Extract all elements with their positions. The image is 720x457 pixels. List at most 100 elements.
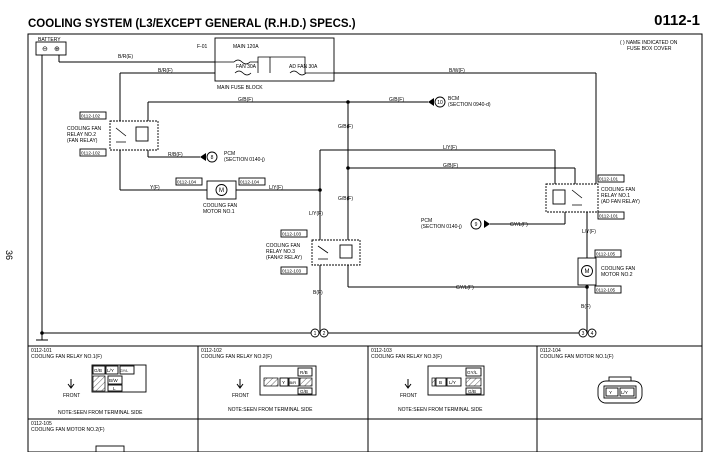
svg-text:L: L <box>113 386 116 391</box>
svg-text:NOTE:SEEN FROM TERMINAL SIDE: NOTE:SEEN FROM TERMINAL SIDE <box>228 407 313 413</box>
svg-text:G/B: G/B <box>94 368 102 373</box>
svg-text:Y: Y <box>282 380 285 385</box>
svg-text:MOTOR NO.1: MOTOR NO.1 <box>203 209 235 215</box>
cooling-fan-motor-1: 0112-104 M 0112-104 COOLING FAN MOTOR NO… <box>175 177 266 215</box>
svg-text:0112-104: 0112-104 <box>177 180 197 185</box>
bcm-section: (SECTION 0940-d) <box>448 102 491 108</box>
svg-text:(AD FAN RELAY): (AD FAN RELAY) <box>601 199 640 205</box>
svg-text:0112-103: 0112-103 <box>282 232 302 237</box>
svg-text:0112-101: 0112-101 <box>599 177 619 182</box>
svg-text:0112-105: 0112-105 <box>31 421 52 427</box>
svg-text:B: B <box>439 380 442 385</box>
svg-text:L/Y: L/Y <box>449 380 456 385</box>
svg-text:NOTE:SEEN FROM TERMINAL SIDE: NOTE:SEEN FROM TERMINAL SIDE <box>58 410 143 416</box>
wire-label-l-y-2: L/Y(F) <box>443 145 457 151</box>
fuse-ad-fan-label: AD FAN 30A <box>289 64 318 70</box>
wires <box>36 55 597 341</box>
svg-text:0112-102: 0112-102 <box>81 114 101 119</box>
wire-label-b-1: B(F) <box>313 290 323 296</box>
svg-text:G/B: G/B <box>300 389 308 394</box>
pcm-8-label: PCM <box>224 151 235 157</box>
wire-label-b-r-e: B/R(E) <box>118 54 133 60</box>
battery-minus: ⊖ <box>42 46 48 53</box>
svg-text:2: 2 <box>323 331 326 337</box>
svg-text:RELAY NO.3: RELAY NO.3 <box>266 249 295 255</box>
svg-text:MOTOR NO.2: MOTOR NO.2 <box>601 272 633 278</box>
wire-label-l-y-4: L/Y(F) <box>582 229 596 235</box>
svg-text:COOLING FAN MOTOR NO.2(F): COOLING FAN MOTOR NO.2(F) <box>31 427 105 433</box>
svg-text:COOLING FAN: COOLING FAN <box>601 266 636 272</box>
connector-view-relay-2: 0112-102 COOLING FAN RELAY NO.2(F) FRONT… <box>201 348 317 413</box>
svg-text:NOTE:SEEN FROM TERMINAL SIDE: NOTE:SEEN FROM TERMINAL SIDE <box>398 407 483 413</box>
junction-dots <box>40 100 589 335</box>
wire-label-g-b-2: G/B(F) <box>389 97 404 103</box>
svg-text:(FAN#2 RELAY): (FAN#2 RELAY) <box>266 255 302 261</box>
svg-text:0112-104: 0112-104 <box>540 348 561 354</box>
connector-view-relay-3: 0112-103 COOLING FAN RELAY NO.3(F) FRONT… <box>371 348 485 413</box>
svg-text:0112-101: 0112-101 <box>599 214 619 219</box>
svg-text:FRONT: FRONT <box>400 393 417 399</box>
svg-text:COOLING FAN RELAY NO.2(F): COOLING FAN RELAY NO.2(F) <box>201 354 272 360</box>
connector-view-relay-1: 0112-101 COOLING FAN RELAY NO.1(F) FRONT… <box>31 348 147 416</box>
pcm-9-ref-number: 9 <box>475 222 478 228</box>
svg-text:0112-104: 0112-104 <box>240 180 260 185</box>
ground-points: 1 2 3 4 <box>310 328 597 338</box>
svg-text:3: 3 <box>582 331 585 337</box>
svg-text:G/B: G/B <box>468 389 476 394</box>
note-line-1: ( ) NAME INDICATED ON <box>620 40 678 46</box>
wire-label-gy-l-2: GY/L(F) <box>456 285 474 291</box>
wire-label-g-b-5: G/B(F) <box>338 196 353 202</box>
svg-text:0112-105: 0112-105 <box>596 288 616 293</box>
svg-text:Y: Y <box>609 390 612 395</box>
ecu-references: 10 BCM (SECTION 0940-d) 8 PCM (SECTION 0… <box>200 96 491 230</box>
main-fuse-block: F-01 MAIN 120A FAN 30A AD FAN 30A MAIN F… <box>197 37 335 91</box>
wire-label-b-w-f: B/W(F) <box>449 68 465 74</box>
svg-text:FRONT: FRONT <box>63 393 80 399</box>
svg-text:0112-102: 0112-102 <box>81 151 101 156</box>
wire-label-b-2: B(F) <box>581 304 591 310</box>
cooling-fan-relay-2: 0112-102 COOLING FAN RELAY NO.2 (FAN REL… <box>67 111 159 157</box>
page-number: 0112-1 <box>654 12 700 29</box>
svg-text:(FAN RELAY): (FAN RELAY) <box>67 138 98 144</box>
bcm-label: BCM <box>448 96 459 102</box>
battery-symbol <box>35 41 67 56</box>
connector-view-motor-2: 0112-105 COOLING FAN MOTOR NO.2(F) <box>31 421 125 453</box>
svg-text:COOLING FAN: COOLING FAN <box>601 187 636 193</box>
svg-text:0112-103: 0112-103 <box>282 269 302 274</box>
svg-text:GY/L: GY/L <box>120 369 128 373</box>
fuse-main-label: MAIN 120A <box>233 44 259 50</box>
fuse-fan-label: FAN 30A <box>236 64 257 70</box>
svg-text:B/W: B/W <box>109 378 118 383</box>
svg-text:M: M <box>585 269 590 275</box>
svg-text:RELAY NO.1: RELAY NO.1 <box>601 193 630 199</box>
wire-labels: B/R(E) B/R(F) B/W(F) G/B(F) G/B(F) G/B(F… <box>118 54 596 310</box>
page-title: COOLING SYSTEM (L3/EXCEPT GENERAL (R.H.D… <box>28 18 356 30</box>
pcm-9-section: (SECTION 0140-j) <box>421 224 462 230</box>
svg-text:M: M <box>219 188 224 194</box>
svg-text:COOLING FAN: COOLING FAN <box>266 243 301 249</box>
wire-label-r-b: R/B(F) <box>168 152 183 158</box>
svg-text:GY/L: GY/L <box>467 370 478 375</box>
svg-text:R/B: R/B <box>300 370 308 375</box>
svg-text:B/R: B/R <box>290 380 297 385</box>
svg-text:0112-103: 0112-103 <box>371 348 392 354</box>
wire-label-g-b-4: G/B(F) <box>443 163 458 169</box>
wire-label-gy-l-1: GY/L(F) <box>510 222 528 228</box>
svg-text:COOLING FAN RELAY NO.3(F): COOLING FAN RELAY NO.3(F) <box>371 354 442 360</box>
fuse-block-ref: F-01 <box>197 44 208 50</box>
wire-label-l-y-3: L/Y(F) <box>309 211 323 217</box>
wire-label-l-y-1: L/Y(F) <box>269 185 283 191</box>
svg-text:0112-102: 0112-102 <box>201 348 222 354</box>
connector-grid <box>28 346 702 452</box>
svg-text:0112-101: 0112-101 <box>31 348 52 354</box>
wire-label-g-b-1: G/B(F) <box>238 97 253 103</box>
cooling-fan-motor-2: 0112-105 M COOLING FAN MOTOR NO.2 0112-1… <box>577 249 636 294</box>
svg-text:L/Y: L/Y <box>621 390 628 395</box>
cooling-fan-relay-3: 0112-103 COOLING FAN RELAY NO.3 (FAN#2 R… <box>266 229 361 275</box>
note-line-2: FUSE BOX COVER <box>627 46 672 52</box>
connector-view-motor-1: 0112-104 COOLING FAN MOTOR NO.1(F) Y L/Y <box>540 348 643 404</box>
svg-text:COOLING FAN MOTOR NO.1(F): COOLING FAN MOTOR NO.1(F) <box>540 354 614 360</box>
svg-text:COOLING FAN: COOLING FAN <box>203 203 238 209</box>
